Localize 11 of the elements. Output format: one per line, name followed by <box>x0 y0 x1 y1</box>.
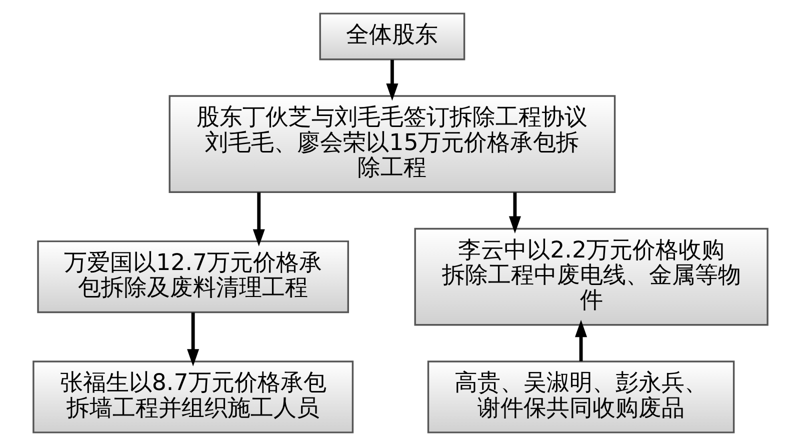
node-box: 股东丁伙芝与刘毛毛签订拆除工程协议刘毛毛、廖会荣以15万元价格承包拆除工程 <box>168 94 616 192</box>
arrow <box>386 59 398 100</box>
node-box: 全体股东 <box>318 12 465 60</box>
node-box: 李云中以2.2万元价格收购拆除工程中废电线、金属等物件 <box>414 227 768 326</box>
node-box: 万爱国以12.7万元价格承包拆除及废料清理工程 <box>36 240 348 313</box>
node-box: 张福生以8.7万元价格承包拆墙工程并组织施工人员 <box>32 360 354 433</box>
arrow <box>508 192 520 233</box>
arrow <box>186 312 199 366</box>
arrow <box>252 192 264 246</box>
arrow <box>574 319 587 361</box>
node-box: 高贵、吴淑明、彭永兵、谢件保共同收购废品 <box>426 360 734 433</box>
